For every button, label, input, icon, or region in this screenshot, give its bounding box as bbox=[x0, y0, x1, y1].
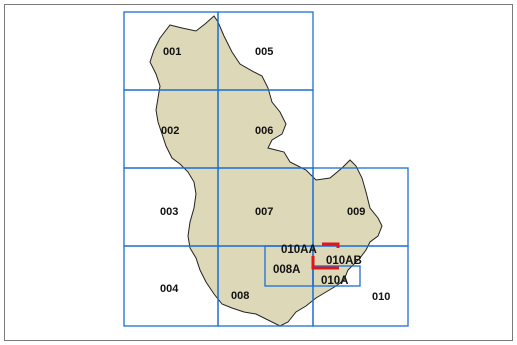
sheet-label-010AB: 010AB bbox=[326, 255, 362, 267]
highlighted-sheet-outline bbox=[311, 242, 340, 270]
sheet-label-009: 009 bbox=[347, 206, 365, 218]
sheet-label-010: 010 bbox=[372, 291, 390, 303]
sheet-label-006: 006 bbox=[255, 125, 273, 137]
sheet-label-010A: 010A bbox=[321, 275, 349, 287]
sheet-label-005: 005 bbox=[255, 46, 273, 58]
sheet-label-002: 002 bbox=[161, 125, 179, 137]
sheet-label-008: 008 bbox=[231, 290, 249, 302]
sheet-label-010AA: 010AA bbox=[281, 244, 317, 256]
sheet-label-008A: 008A bbox=[273, 264, 301, 276]
sheet-label-004: 004 bbox=[160, 283, 179, 295]
sheet-label-001: 001 bbox=[163, 46, 181, 58]
region-shape bbox=[149, 15, 383, 327]
sheet-label-007: 007 bbox=[255, 206, 273, 218]
sheet-label-003: 003 bbox=[160, 206, 178, 218]
grid-cell-010A[interactable] bbox=[312, 265, 361, 287]
